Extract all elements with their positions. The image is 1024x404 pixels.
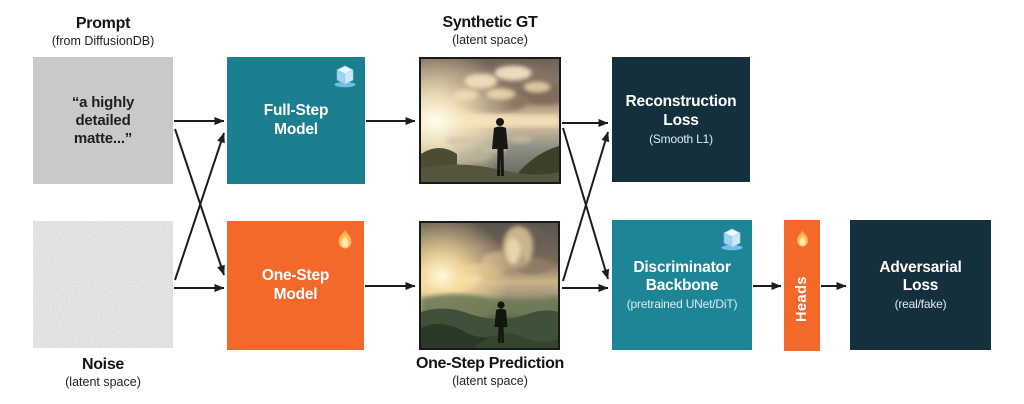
noise-caption: Noise (latent space) <box>13 355 193 391</box>
prediction-subtitle: (latent space) <box>452 374 528 388</box>
heads-box: Heads <box>784 220 820 351</box>
adversarial-loss-box: Adversarial Loss (real/fake) <box>850 220 991 350</box>
ice-cube-icon <box>332 62 358 88</box>
flame-icon <box>794 229 811 248</box>
full-step-model-label: Full-Step Model <box>263 102 329 138</box>
edge-prediction-to-reconstruction <box>562 131 610 282</box>
flame-icon <box>335 228 355 250</box>
edge-prompt-to-one-step <box>174 128 225 276</box>
discriminator-backbone-sublabel: (pretrained UNet/DiT) <box>626 297 738 312</box>
reconstruction-loss-sublabel: (Smooth L1) <box>649 131 713 146</box>
noise-texture <box>33 221 173 348</box>
person-silhouette <box>494 301 508 343</box>
noise-subtitle: (latent space) <box>65 375 141 389</box>
one-step-model-box: One-Step Model <box>227 221 364 350</box>
prediction-caption: One-Step Prediction (latent space) <box>400 354 580 390</box>
synthetic-gt-image <box>419 57 561 184</box>
heads-label: Heads <box>794 276 810 323</box>
edge-synthetic-gt-to-discriminator <box>562 127 610 280</box>
synthetic-gt-caption: Synthetic GT (latent space) <box>400 13 580 49</box>
full-step-model-box: Full-Step Model <box>227 57 365 184</box>
prompt-text: “a highly detailed matte...” <box>71 93 135 147</box>
one-step-model-label: One-Step Model <box>261 267 330 303</box>
discriminator-backbone-box: Discriminator Backbone (pretrained UNet/… <box>612 220 752 350</box>
prompt-box: “a highly detailed matte...” <box>33 57 173 184</box>
discriminator-backbone-label: Discriminator Backbone <box>633 258 731 294</box>
prediction-title: One-Step Prediction <box>415 355 565 372</box>
noise-title: Noise <box>81 356 125 373</box>
reconstruction-loss-box: Reconstruction Loss (Smooth L1) <box>612 57 750 182</box>
prompt-caption: Prompt (from DiffusionDB) <box>13 14 193 50</box>
prompt-title: Prompt <box>75 15 131 32</box>
edge-noise-to-full-step <box>174 132 225 281</box>
noise-box <box>33 221 173 348</box>
ice-cube-icon <box>719 225 745 251</box>
synthetic-gt-title: Synthetic GT <box>442 14 538 31</box>
reconstruction-loss-label: Reconstruction Loss <box>625 93 737 129</box>
one-step-prediction-image <box>419 221 560 350</box>
prompt-subtitle: (from DiffusionDB) <box>51 34 155 48</box>
synthetic-gt-subtitle: (latent space) <box>452 33 528 47</box>
adversarial-loss-sublabel: (real/fake) <box>894 297 947 312</box>
person-silhouette <box>492 118 508 176</box>
adversarial-loss-label: Adversarial Loss <box>879 258 962 294</box>
